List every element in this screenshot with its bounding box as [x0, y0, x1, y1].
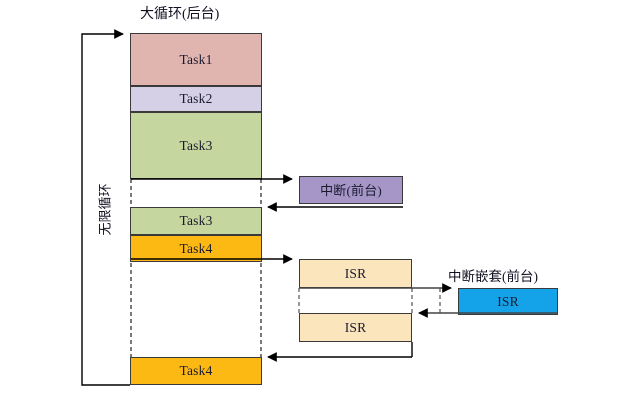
task-block-task1[interactable]: Task1	[130, 33, 262, 86]
nested-interrupt-title: 中断嵌套(前台)	[448, 269, 538, 284]
task-block-label: Task4	[179, 240, 213, 256]
task-block-label: Task1	[179, 51, 213, 67]
task-block-task4-first[interactable]: Task4	[130, 235, 262, 262]
task-block-task3-resumed[interactable]: Task3	[130, 207, 262, 235]
isr-block-label: ISR	[344, 319, 367, 335]
task-block-task3-first[interactable]: Task3	[130, 112, 262, 179]
task-block-task2[interactable]: Task2	[130, 86, 262, 112]
main-column-title: 大循环(后台)	[140, 7, 220, 22]
lifeline-isr	[298, 288, 413, 313]
isr-block-label: ISR	[497, 293, 519, 309]
task-block-label: Task2	[179, 91, 213, 107]
task-block-label: Task3	[179, 213, 213, 229]
task-block-label: Task3	[179, 137, 213, 153]
infinite-loop-bracket	[81, 29, 130, 386]
task-block-label: Task4	[179, 363, 213, 379]
task-block-task4-resumed[interactable]: Task4	[130, 357, 262, 385]
isr-block-upper[interactable]: ISR	[299, 259, 412, 288]
interrupt-block[interactable]: 中断(前台)	[299, 176, 403, 204]
interrupt-block-label: 中断(前台)	[320, 182, 382, 198]
infinite-loop-label: 无限循环	[97, 183, 113, 236]
isr-block-lower[interactable]: ISR	[299, 313, 412, 342]
isr-block-nested[interactable]: ISR	[458, 288, 558, 315]
isr-block-label: ISR	[344, 265, 367, 281]
